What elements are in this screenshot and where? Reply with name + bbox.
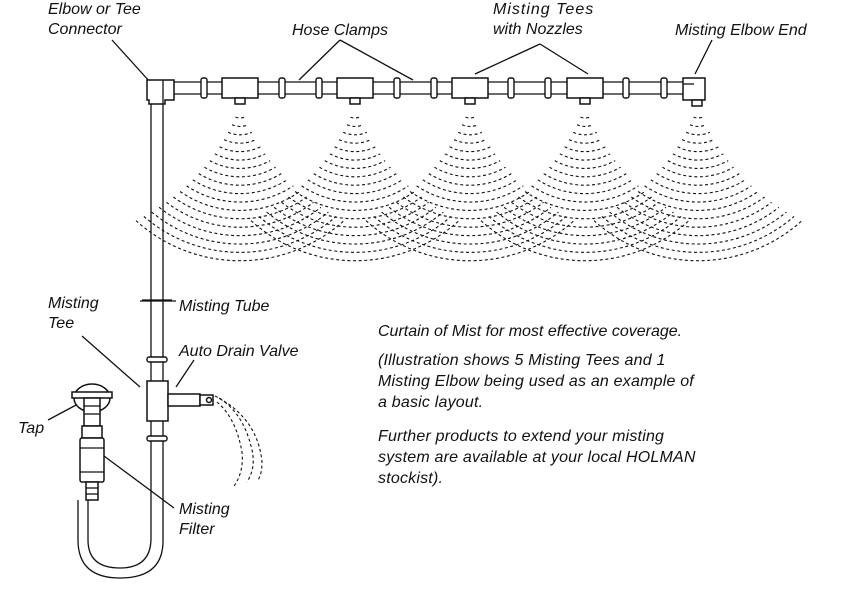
hose-clamp: [660, 77, 668, 99]
label-misting-tees-nozzles: Misting Tees with Nozzles: [493, 0, 594, 40]
label-line: Misting: [179, 501, 230, 518]
hose-clamps: [200, 77, 668, 99]
mist-spray-curtain: [135, 116, 803, 262]
note-illustration: (Illustration shows 5 Misting Tees and 1…: [378, 350, 694, 413]
misting-tee-nozzle: [451, 77, 489, 105]
label-line: Tee: [48, 315, 75, 332]
note-further-products: Further products to extend your misting …: [378, 426, 696, 489]
label-misting-tube: Misting Tube: [179, 298, 270, 315]
misting-tee-nozzle: [221, 77, 259, 105]
bottom-misting-tee: [146, 380, 214, 422]
label-line: Misting Tees: [493, 1, 595, 18]
mist-cone: [135, 116, 345, 262]
hose-clamp: [278, 77, 286, 99]
hose-clamp: [622, 77, 630, 99]
label-elbow-tee-connector: Elbow or Tee Connector: [48, 0, 141, 40]
misting-tube: [77, 102, 172, 579]
note-line: Misting Elbow being used as an example o…: [378, 373, 694, 390]
label-auto-drain-valve: Auto Drain Valve: [179, 343, 299, 360]
label-line: Filter: [179, 521, 215, 538]
mist-cone: [250, 116, 460, 262]
hose-clamp: [544, 77, 552, 99]
label-misting-tee: Misting Tee: [48, 294, 99, 334]
label-misting-elbow-end: Misting Elbow End: [675, 22, 807, 39]
note-line: system are available at your local HOLMA…: [378, 449, 696, 466]
note-line: Further products to extend your misting: [378, 428, 665, 445]
label-misting-filter: Misting Filter: [179, 500, 230, 540]
note-line: (Illustration shows 5 Misting Tees and 1: [378, 352, 666, 369]
hose-clamp: [430, 77, 438, 99]
hose-clamp: [200, 77, 208, 99]
hose-clamp: [393, 77, 401, 99]
label-tap: Tap: [18, 420, 45, 437]
label-hose-clamps: Hose Clamps: [292, 22, 389, 39]
label-line: Misting: [48, 295, 99, 312]
leader-lines: [47, 39, 713, 509]
mist-cone: [480, 116, 690, 262]
mist-cone: [365, 116, 575, 262]
misting-tee-nozzle: [336, 77, 374, 105]
misting-tees: [221, 77, 604, 105]
note-curtain-of-mist: Curtain of Mist for most effective cover…: [378, 323, 683, 340]
auto-drain-valve: [214, 395, 263, 487]
elbow-connector: [146, 79, 175, 105]
hose-clamp: [315, 77, 323, 99]
misting-elbow-end: [682, 77, 706, 107]
mist-cone: [593, 116, 803, 262]
label-line: Connector: [48, 21, 122, 38]
tap: [71, 383, 113, 439]
label-line: with Nozzles: [493, 21, 583, 38]
hose-clamp: [507, 77, 515, 99]
note-line: a basic layout.: [378, 394, 484, 411]
note-line: stockist).: [378, 470, 444, 487]
misting-tee-nozzle: [566, 77, 604, 105]
label-line: Elbow or Tee: [48, 1, 141, 18]
tube-clamps: [146, 356, 168, 442]
misting-filter: [79, 437, 105, 501]
